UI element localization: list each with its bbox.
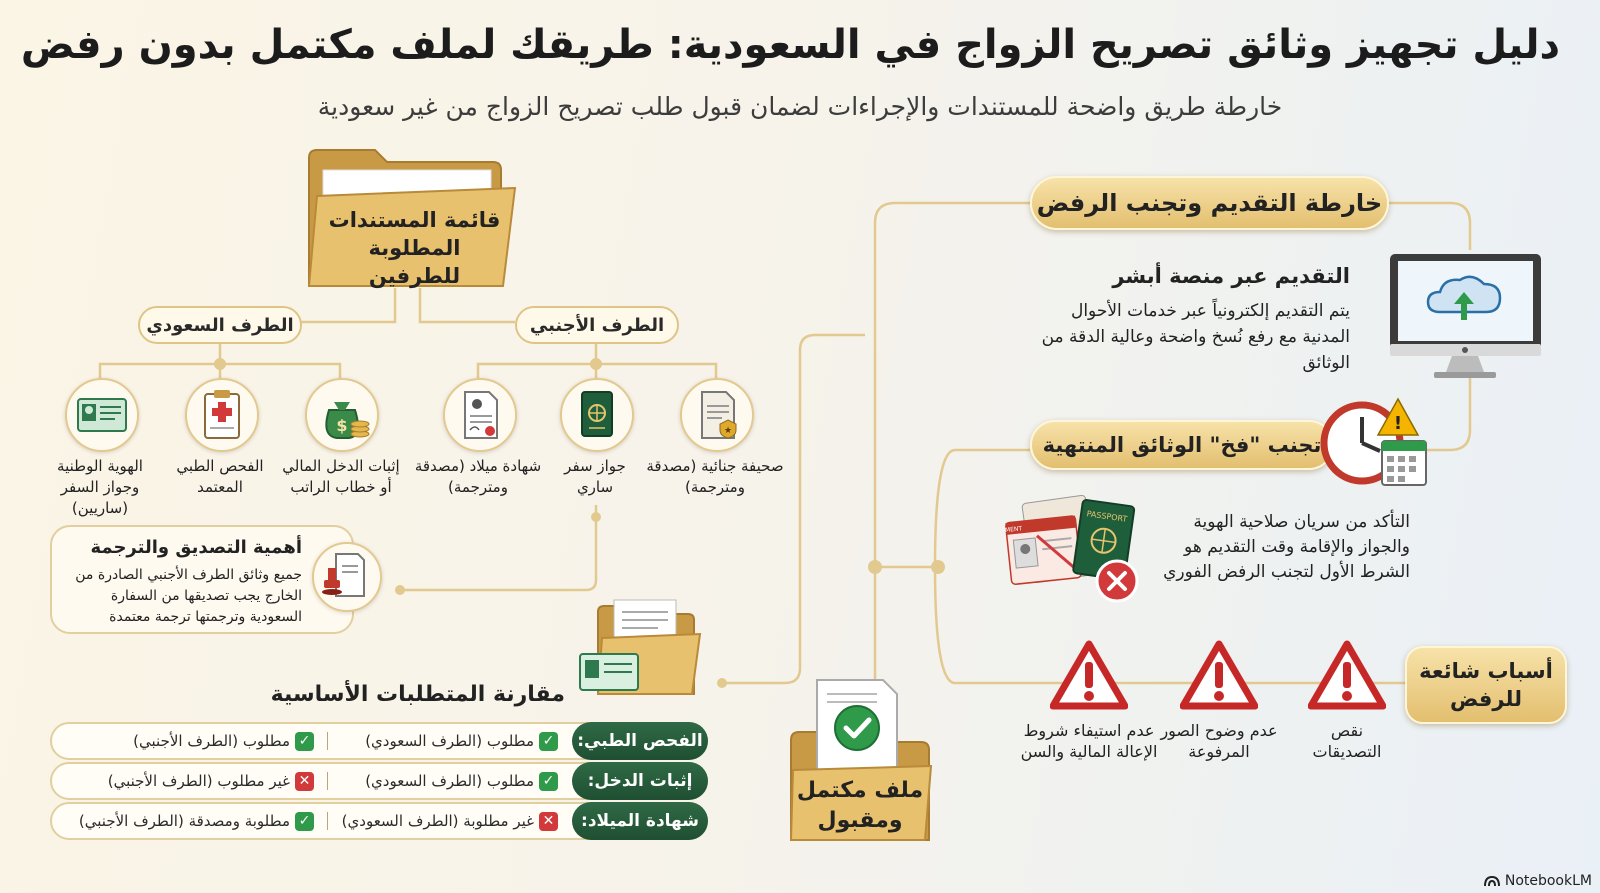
brand-name: NotebookLM (1504, 873, 1592, 889)
foreign-cell: ✓ مطلوبة ومصدقة (الطرف الأجنبي) (79, 804, 314, 838)
expired-documents-illustration: PLACEMENT PASSPORT (986, 494, 1145, 605)
saudi-cell-text: غير مطلوبة (الطرف السعودي) (341, 812, 534, 830)
id-card-icon (77, 398, 127, 432)
clock-calendar-icon: ! (1320, 397, 1427, 486)
saudi-cell: ✓ مطلوب (الطرف السعودي) (365, 764, 558, 798)
birth-certificate-icon (464, 391, 498, 439)
comparison-row-label: الفحص الطبي: (572, 722, 708, 760)
id-card-label: الهوية الوطنية وجواز السفر (ساريين) (57, 457, 143, 517)
folder-icon (307, 149, 517, 287)
roadmap-title: خارطة التقديم وتجنب الرفض (1030, 176, 1389, 230)
documents-folder: قائمة المستندات المطلوبة للطرفين (305, 148, 520, 290)
computer-upload (1388, 252, 1543, 382)
cell-divider (327, 812, 328, 830)
check-icon: ✓ (539, 731, 558, 751)
saudi-cell-text: مطلوب (الطرف السعودي) (365, 732, 534, 750)
rejection-reason-label: عدم استيفاء شروط الإعالة المالية والسن (1020, 721, 1158, 761)
brand: NotebookLM (1483, 873, 1592, 889)
cross-icon: ✕ (539, 811, 558, 831)
birth-cert-circle (443, 378, 517, 452)
income-proof-label: إثبات الدخل المالي أو خطاب الراتب (282, 457, 400, 496)
absher-text: يتم التقديم إلكترونياً عبر خدمات الأحوال… (1041, 301, 1350, 373)
page-subtitle: خارطة طريق واضحة للمستندات والإجراءات لض… (317, 92, 1283, 121)
comparison-row-birth: شهادة الميلاد: ✕ غير مطلوبة (الطرف السعو… (50, 802, 708, 840)
cell-divider (327, 772, 328, 790)
income-circle: $ (305, 378, 379, 452)
expired-documents-icon: PLACEMENT PASSPORT (986, 494, 1139, 603)
attestation-card: أهمية التصديق والترجمة جميع وثائق الطرف … (50, 525, 354, 634)
saudi-cell: ✓ مطلوب (الطرف السعودي) (365, 724, 558, 758)
warning-icon (1050, 640, 1128, 710)
comparison-row-label: إثبات الدخل: (572, 762, 708, 800)
comparison-row-medical: الفحص الطبي: ✓ مطلوب (الطرف السعودي) ✓ م… (50, 722, 708, 760)
approved-folder-icon (789, 679, 933, 841)
page-title: دليل تجهيز وثائق تصريح الزواج في السعودي… (20, 22, 1560, 68)
foreign-party-label: الطرف الأجنبي (515, 306, 679, 344)
criminal-record-icon: ★ (701, 391, 737, 439)
warning-icon (1180, 640, 1258, 710)
medical-exam-label: الفحص الطبي المعتمد (176, 457, 264, 496)
folder-title: قائمة المستندات المطلوبة للطرفين (328, 208, 501, 288)
cell-divider (327, 732, 328, 750)
foreign-cell: ✓ مطلوب (الطرف الأجنبي) (133, 724, 314, 758)
svg-text:★: ★ (724, 426, 732, 436)
rejection-reason-label: عدم وضوح الصور المرفوعة (1160, 721, 1278, 761)
computer-upload-icon (1390, 254, 1541, 378)
final-file-label: ملف مكتمل ومقبول (796, 778, 924, 833)
saudi-cell: ✕ غير مطلوبة (الطرف السعودي) (342, 804, 558, 838)
check-icon: ✓ (295, 811, 314, 831)
warning-icon (1308, 640, 1386, 710)
comparison-folder (578, 598, 703, 698)
expired-docs-title: تجنب "فخ" الوثائق المنتهية (1030, 420, 1334, 470)
cross-icon: ✕ (295, 771, 314, 791)
attestation-title: أهمية التصديق والترجمة (90, 537, 302, 558)
attestation-text: جميع وثائق الطرف الأجنبي الصادرة من الخا… (75, 567, 302, 625)
svg-text:!: ! (1394, 413, 1402, 434)
saudi-party-label: الطرف السعودي (138, 306, 302, 344)
money-bag-icon: $ (325, 402, 370, 439)
comparison-title: مقارنة المتطلبات الأساسية (270, 682, 565, 707)
comparison-row-income: إثبات الدخل: ✓ مطلوب (الطرف السعودي) ✕ غ… (50, 762, 708, 800)
clock-calendar: ! (1320, 395, 1430, 490)
comparison-row-label: شهادة الميلاد: (572, 802, 708, 840)
foreign-cell: ✕ غير مطلوب (الطرف الأجنبي) (108, 764, 314, 798)
passport-circle (560, 378, 634, 452)
id-card-circle (65, 378, 139, 452)
foreign-cell-text: غير مطلوب (الطرف الأجنبي) (107, 772, 290, 790)
criminal-record-circle: ★ (680, 378, 754, 452)
final-file: ملف مكتمل ومقبول (785, 678, 935, 843)
medical-clipboard-icon (204, 390, 240, 439)
expired-docs-text: التأكد من سريان صلاحية الهوية والجواز وا… (1163, 512, 1410, 582)
rejection-reasons-title-text: أسباب شائعة للرفض (1419, 659, 1553, 711)
svg-text:$: $ (336, 416, 347, 435)
rejection-reason-label: نقص التصديقات (1312, 721, 1382, 761)
criminal-record-label: صحيفة جنائية (مصدقة ومترجمة) (646, 457, 784, 496)
notebooklm-logo-icon (1483, 875, 1500, 887)
attestation-icon-circle (312, 542, 382, 612)
stamp-document-icon (322, 553, 365, 597)
rejection-reasons-title: أسباب شائعة للرفض (1405, 646, 1567, 724)
placement-card-text: PLACEMENT (1005, 525, 1023, 536)
foreign-cell-text: مطلوب (الطرف الأجنبي) (133, 732, 290, 750)
birth-cert-label: شهادة ميلاد (مصدقة ومترجمة) (414, 457, 542, 496)
saudi-cell-text: مطلوب (الطرف السعودي) (365, 772, 534, 790)
passport-label: جواز سفر ساري (564, 457, 626, 496)
check-icon: ✓ (539, 771, 558, 791)
absher-title: التقديم عبر منصة أبشر (1112, 264, 1350, 288)
passport-icon (581, 391, 613, 437)
check-icon: ✓ (295, 731, 314, 751)
medical-circle (185, 378, 259, 452)
foreign-cell-text: مطلوبة ومصدقة (الطرف الأجنبي) (78, 812, 290, 830)
documents-folder-icon (579, 599, 702, 695)
